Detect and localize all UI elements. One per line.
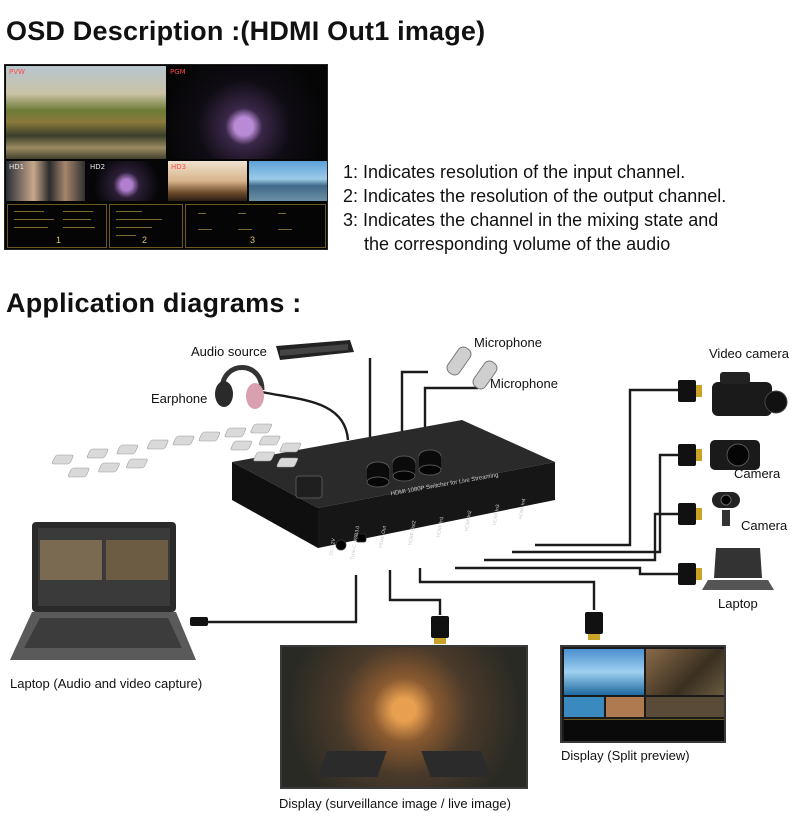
hdmi-plug-live-display (431, 616, 449, 638)
pvw-window: PVW (6, 66, 166, 159)
osd-marker-1: 1 (56, 235, 62, 245)
hd3-window: HD3 (168, 161, 247, 201)
hd1-tag: HD1 (9, 163, 25, 171)
label-display-live: Display (surveillance image / live image… (279, 796, 511, 811)
osd-note-2: 2: Indicates the resolution of the outpu… (343, 186, 727, 206)
laptop-capture-device (10, 522, 196, 660)
display-split-screen (560, 645, 726, 743)
osd-info-panel-2: 2 (109, 204, 183, 248)
osd-note-4: the corresponding volume of the audio (364, 234, 671, 254)
application-title: Application diagrams : (6, 288, 302, 318)
osd-info-panel-1: 1 (7, 204, 107, 248)
hdmi-plug-split-display (585, 612, 603, 634)
pgm-window: PGM (167, 66, 327, 159)
osd-info-panel-3: 3 (185, 204, 326, 248)
osd-title: OSD Description :(HDMI Out1 image) (6, 16, 486, 46)
hd4-window (249, 161, 327, 201)
label-microphone-2: Microphone (490, 376, 558, 391)
label-camera-2: Camera (741, 518, 788, 533)
hdmi-plug-camera-1 (678, 444, 696, 466)
cable-set (208, 358, 694, 624)
hd2-window: HD2 (87, 161, 166, 201)
microphone-devices (446, 346, 498, 390)
microphone-1-cable (400, 370, 428, 442)
hdmi-plug-video-camera (678, 380, 696, 402)
microphone-2-cable (423, 386, 478, 444)
osd-note-1: 1: Indicates resolution of the input cha… (343, 162, 686, 182)
hd1-window: HD1 (6, 161, 85, 201)
audio-source-device (276, 340, 354, 360)
label-microphone-1: Microphone (474, 335, 542, 350)
camera-1-device (710, 440, 760, 470)
switcher-device (52, 420, 555, 551)
label-display-split: Display (Split preview) (561, 748, 690, 763)
pvw-tag: PVW (9, 68, 25, 76)
osd-preview-image: PVW PGM HD1 HD2 HD3 1 2 3 (4, 64, 328, 250)
video-camera-cable (535, 388, 694, 547)
usb-plug-laptop (190, 617, 208, 626)
laptop-input-cable (455, 566, 694, 576)
laptop-input-device (702, 548, 774, 590)
osd-note-3: 3: Indicates the channel in the mixing s… (343, 210, 719, 230)
live-display-cable (388, 570, 442, 615)
osd-marker-3: 3 (250, 235, 256, 245)
osd-marker-2: 2 (142, 235, 148, 245)
label-earphone: Earphone (151, 391, 208, 406)
hdmi-plug-laptop (678, 563, 696, 585)
camera-2-cable (484, 512, 694, 562)
earphone-device (215, 365, 265, 409)
hd3-tag: HD3 (171, 163, 187, 171)
pgm-tag: PGM (170, 68, 186, 76)
camera-2-device (712, 492, 740, 526)
label-laptop-input: Laptop (718, 596, 758, 611)
split-display-cable (418, 568, 596, 610)
earphone-cable (261, 390, 350, 441)
usb-capture-cable (208, 575, 358, 624)
video-camera-device (712, 372, 788, 416)
label-laptop-capture: Laptop (Audio and video capture) (10, 676, 203, 691)
label-video-camera: Video camera (709, 346, 789, 361)
hd2-tag: HD2 (90, 163, 106, 171)
label-camera-1: Camera (734, 466, 781, 481)
display-live-screen (280, 645, 528, 789)
camera-1-cable (512, 453, 694, 554)
hdmi-plug-camera-2 (678, 503, 696, 525)
hdmi-plugs (190, 380, 702, 644)
label-audio-source: Audio source (191, 344, 267, 359)
